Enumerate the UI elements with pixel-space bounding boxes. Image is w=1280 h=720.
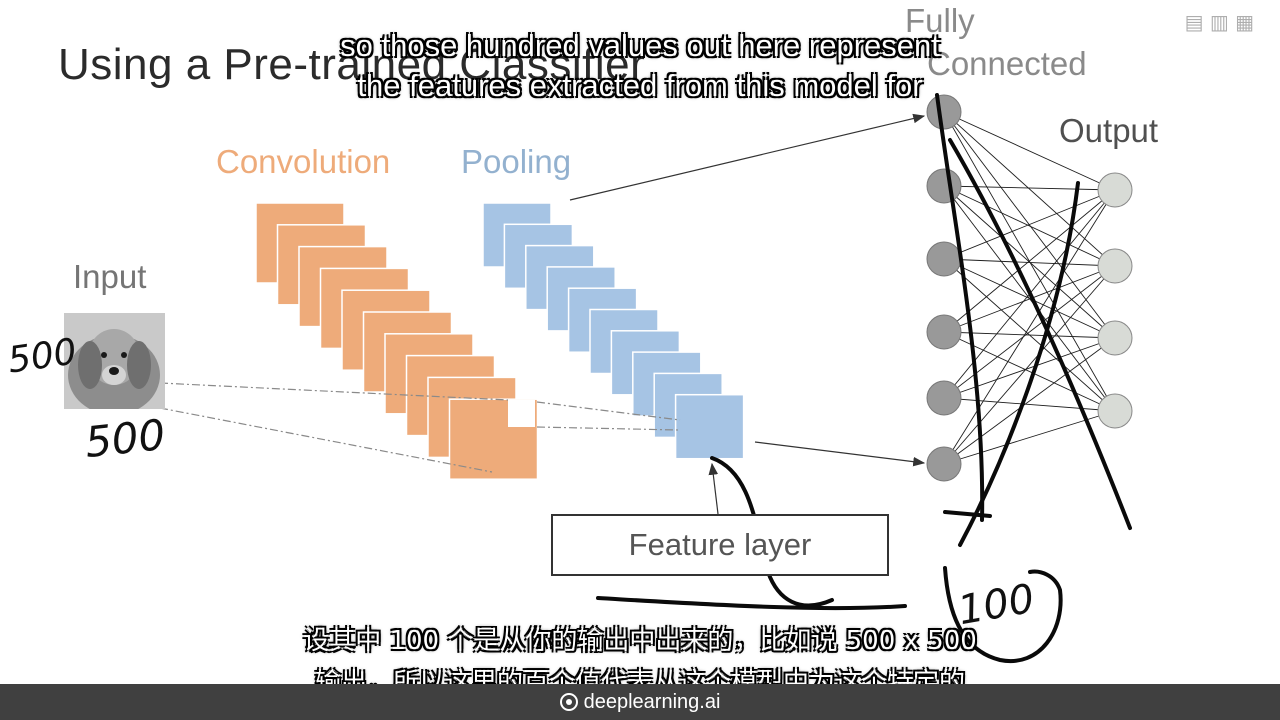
subtitle-english-line2: the features extracted from this model f…: [357, 68, 923, 103]
subtitle-english-line1: so those hundred values out here represe…: [340, 28, 940, 63]
projection-line: [536, 426, 679, 431]
network-edge: [943, 185, 1116, 267]
network-edges: [943, 111, 1116, 465]
watermark-icon: ▤ ▥ ▦: [1184, 10, 1254, 34]
dog-input-image: [64, 313, 165, 409]
handwritten-height: 500: [82, 409, 168, 468]
feature-layer-box: Feature layer: [551, 514, 889, 576]
connector-arrows: [569, 113, 926, 515]
convolution-window: [508, 400, 535, 427]
handwritten-strokes: [596, 93, 1132, 664]
output-node: [1097, 320, 1133, 356]
network-edge: [943, 111, 1116, 267]
output-label: Output: [1059, 112, 1159, 149]
subtitle-chinese-line1: 设其中 100 个是从你的输出中出来的，比如说 500 x 500: [303, 626, 977, 656]
pooling-layer: [674, 393, 745, 460]
ink-stroke-bracket: [943, 566, 1063, 664]
network-edge: [943, 265, 1116, 399]
feature-layer-arrow: [708, 462, 719, 515]
convolution-layer: [448, 398, 539, 480]
projection-line: [159, 382, 509, 401]
ink-stroke-tick: [943, 510, 992, 518]
output-node: [1097, 393, 1133, 429]
network-edge: [943, 189, 1116, 260]
hidden-node: [926, 94, 962, 130]
ink-stroke-underline: [596, 596, 907, 611]
network-edge: [943, 189, 1116, 333]
fully-label: Fully: [905, 2, 975, 39]
convolution-label: Convolution: [216, 143, 391, 180]
ink-stroke-cut: [935, 93, 985, 522]
network-edge: [943, 111, 1116, 191]
deeplearning-logo-icon: [559, 693, 578, 711]
network-edge: [943, 258, 1116, 339]
hidden-node: [926, 314, 962, 350]
pooling-to-fc-arrow: [569, 113, 926, 201]
ink-stroke-cross: [958, 181, 1080, 547]
network-edge: [943, 397, 1116, 412]
slide-title: Using a Pre-trained Classifier: [58, 40, 646, 89]
network-edge: [943, 189, 1116, 465]
network-edge: [943, 185, 1116, 191]
network-edge: [943, 265, 1116, 333]
pooling-label: Pooling: [461, 143, 572, 180]
projection-lines: [159, 382, 681, 473]
network-edge: [943, 331, 1116, 412]
network-edge: [943, 410, 1116, 465]
convolution-stack: [255, 202, 539, 480]
network-edge: [943, 258, 1116, 267]
pooling-stack: [482, 202, 745, 460]
network-edge: [943, 337, 1116, 465]
hidden-node: [926, 446, 962, 482]
output-node: [1097, 248, 1133, 284]
hidden-node: [926, 168, 962, 204]
pooling-to-fc-arrow-lower: [754, 441, 926, 467]
footer-bar: deeplearning.ai: [0, 684, 1280, 720]
network-edge: [943, 265, 1116, 465]
network-edge: [943, 111, 1116, 339]
footer-brand: deeplearning.ai: [583, 690, 721, 713]
network-edge: [943, 337, 1116, 399]
hidden-node: [926, 241, 962, 277]
input-label: Input: [73, 258, 147, 295]
ink-stroke-diagonal: [948, 138, 1132, 530]
network-edge: [943, 185, 1116, 339]
connected-label: Connected: [927, 45, 1087, 82]
hidden-node: [926, 380, 962, 416]
output-node: [1097, 172, 1133, 208]
